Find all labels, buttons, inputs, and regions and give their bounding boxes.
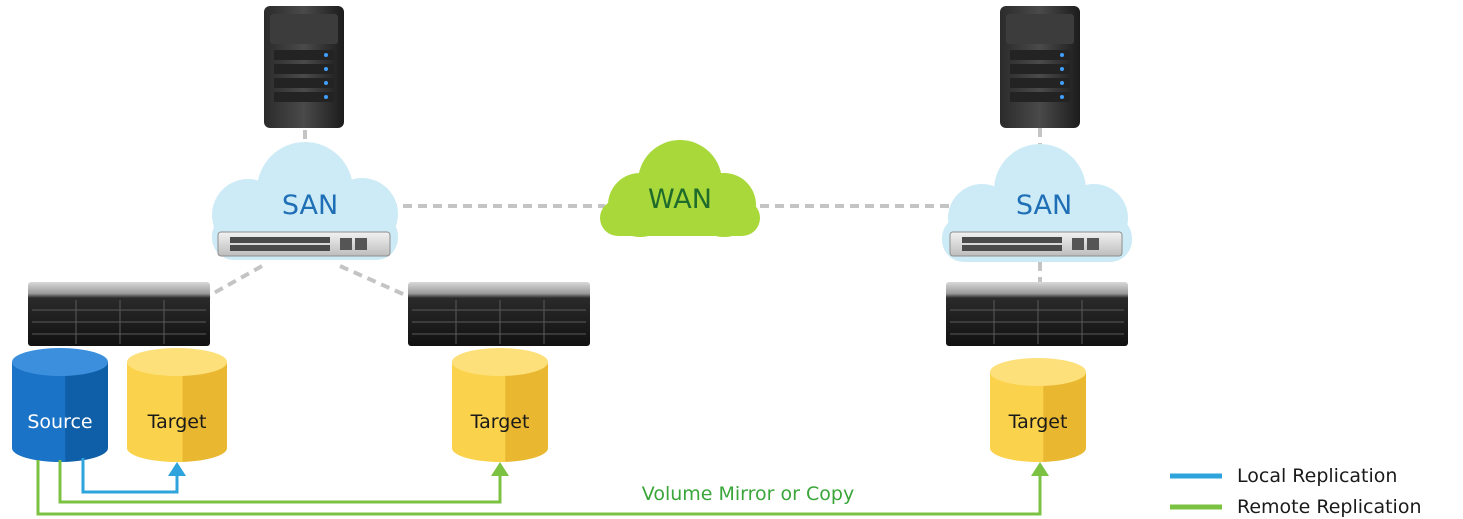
replication-paths bbox=[36, 458, 1049, 516]
storage-array-right bbox=[946, 282, 1128, 346]
volume-target-local-label: Target bbox=[147, 411, 207, 433]
storage-array-left bbox=[28, 282, 210, 346]
remote-replication-path-mid bbox=[58, 460, 502, 504]
volume-source: Source bbox=[12, 348, 108, 462]
volume-source-label: Source bbox=[27, 411, 92, 433]
legend-label-remote: Remote Replication bbox=[1237, 496, 1422, 518]
san-label-right: SAN bbox=[1016, 190, 1072, 221]
wan-label: WAN bbox=[648, 184, 712, 215]
link-left-san-array-mid bbox=[339, 264, 413, 300]
volume-target-remote: Target bbox=[990, 358, 1086, 462]
legend: Local Replication Remote Replication bbox=[1170, 465, 1422, 518]
remote-replication-arrowhead-mid bbox=[491, 462, 509, 476]
legend-label-local: Local Replication bbox=[1237, 465, 1397, 487]
wan-cloud: WAN bbox=[600, 140, 760, 237]
storage-array-mid bbox=[408, 282, 590, 346]
server-left bbox=[264, 6, 344, 128]
volume-target-remote-label: Target bbox=[1008, 411, 1068, 433]
local-replication-arrowhead bbox=[168, 462, 186, 476]
volume-target-local: Target bbox=[127, 348, 227, 462]
san-cloud-left: SAN bbox=[212, 142, 398, 260]
remote-replication-arrowhead-remote bbox=[1031, 462, 1049, 476]
san-cloud-right: SAN bbox=[942, 144, 1132, 262]
switch-left bbox=[217, 231, 391, 257]
san-label-left: SAN bbox=[282, 190, 338, 221]
link-left-san-array-source bbox=[204, 264, 263, 300]
volume-target-mid-label: Target bbox=[470, 411, 530, 433]
server-right bbox=[1000, 6, 1080, 128]
switch-right bbox=[949, 231, 1123, 257]
volume-target-mid: Target bbox=[452, 348, 548, 462]
local-replication-path bbox=[81, 458, 179, 494]
mirror-annotation: Volume Mirror or Copy bbox=[642, 483, 854, 505]
remote-replication-path-remote bbox=[36, 460, 1042, 516]
